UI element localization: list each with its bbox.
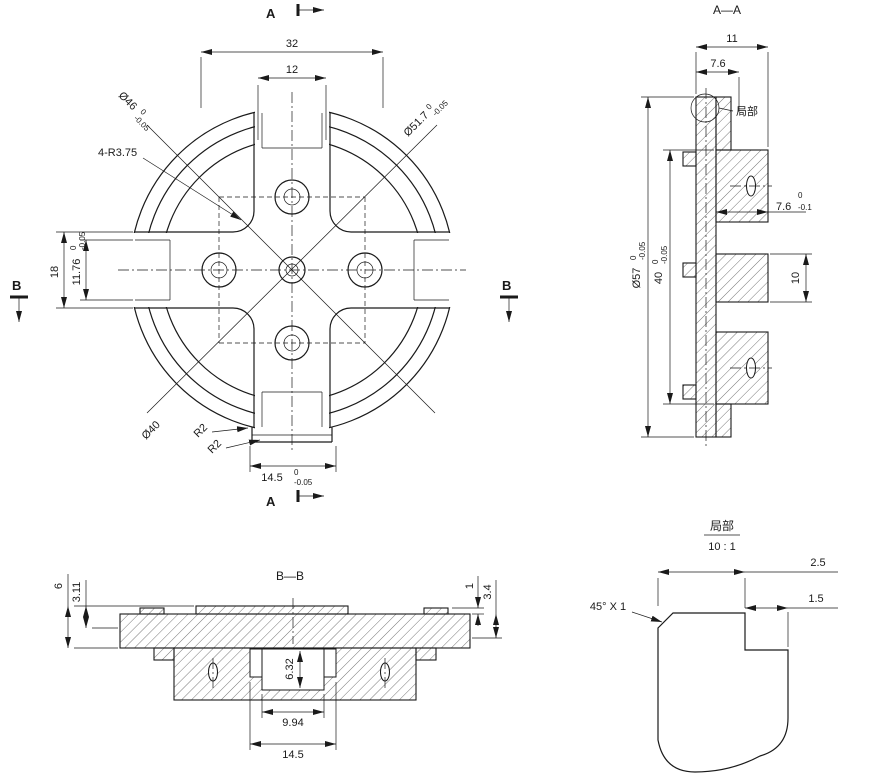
dim-7-6-right-label: 7.6	[776, 201, 791, 213]
section-bb-geometry	[119, 598, 471, 701]
section-a-bottom-label: A	[266, 494, 276, 509]
dim-32-label: 32	[286, 38, 298, 50]
dim-12: 12	[257, 64, 327, 140]
section-aa-title: A—A	[713, 3, 741, 17]
dim-dia51-7: Ø51.7 0 -0.05	[402, 98, 451, 139]
dim-11-76-tol-upper: 0	[69, 245, 78, 250]
dim-dia46: Ø46 0 -0.05	[116, 90, 152, 134]
dim-r2-left-label: R2	[192, 422, 210, 440]
dim-40: 40 0 -0.05	[651, 149, 714, 405]
dim-11-label: 11	[726, 33, 737, 45]
dim-40-tol-upper: 0	[651, 259, 660, 264]
dim-dia57: Ø57 0 -0.05	[629, 96, 694, 438]
dim-11-76-label: 11.76	[71, 259, 83, 286]
dim-11: 11	[695, 33, 769, 147]
dim-32: 32	[200, 38, 384, 108]
dim-12-label: 12	[286, 64, 298, 76]
dim-14-5: 14.5 0 -0.05	[249, 446, 337, 487]
dim-1-5: 1.5	[745, 593, 838, 647]
detail-scale: 10 : 1	[708, 541, 736, 553]
dim-r2-right-label: R2	[206, 438, 224, 456]
dim-2-5: 2.5	[657, 557, 838, 608]
dim-10: 10	[770, 253, 812, 303]
dim-7-6-top: 7.6	[696, 58, 740, 112]
dim-3-4-label: 3.4	[482, 584, 494, 599]
dim-14-5-tol-upper: 0	[294, 468, 299, 477]
dim-11-76-tol-lower: -0.05	[78, 231, 87, 250]
dim-r2-left: R2	[192, 422, 249, 440]
dim-18-label: 18	[49, 266, 61, 278]
section-aa-geometry	[682, 88, 772, 446]
dim-dia46-label: Ø46	[116, 90, 139, 113]
dim-6-label: 6	[53, 583, 65, 589]
detail-callout-label: 局部	[736, 104, 758, 118]
dim-7-6-right: 7.6 0 -0.1	[716, 191, 812, 215]
dim-10-label: 10	[790, 272, 802, 284]
dim-14-5-label: 14.5	[261, 472, 282, 484]
dim-14-5-tol-lower: -0.05	[294, 478, 313, 487]
dim-dia40: Ø40	[140, 419, 163, 442]
dim-7-6-top-label: 7.6	[710, 58, 725, 70]
dim-2-5-label: 2.5	[810, 557, 825, 569]
dim-3-11: 3.11	[71, 580, 118, 629]
section-aa-view: A—A 局部 11	[629, 3, 812, 446]
dim-1-5-label: 1.5	[808, 593, 823, 605]
dim-7-6-right-tol-upper: 0	[798, 191, 803, 200]
dim-dia51-7-tol-lower: -0.05	[431, 98, 451, 118]
dim-18: 18	[49, 231, 133, 309]
dim-dia51-7-tol-upper: 0	[424, 102, 434, 112]
dim-6-32-label: 6.32	[284, 658, 296, 679]
section-marker-a-bottom: A	[266, 490, 324, 509]
section-b-right-label: B	[502, 278, 511, 293]
dim-1-label: 1	[464, 583, 476, 589]
detail-geometry	[657, 612, 789, 773]
dim-fillets: 4-R3.75	[98, 147, 242, 221]
dim-3-11-label: 3.11	[71, 582, 83, 603]
front-view: 32 12 18 11.76 0 -0.05	[10, 4, 518, 509]
dim-dia40-label: Ø40	[140, 419, 163, 442]
dim-chamfer: 45° X 1	[590, 601, 663, 623]
detail-title: 局部	[710, 518, 734, 533]
section-marker-a-top: A	[266, 4, 324, 21]
dim-3-4: 3.4	[472, 580, 502, 639]
section-a-top-label: A	[266, 6, 276, 21]
dim-chamfer-label: 45° X 1	[590, 601, 626, 613]
dim-fillets-label: 4-R3.75	[98, 147, 137, 159]
front-centerlines	[118, 92, 466, 450]
dim-14-5-bb: 14.5	[249, 682, 337, 761]
dim-dia57-label: Ø57	[631, 268, 643, 289]
dim-11-76: 11.76 0 -0.05	[69, 231, 133, 301]
dim-6-32: 6.32	[284, 651, 303, 688]
section-b-left-label: B	[12, 278, 21, 293]
dim-9-94-label: 9.94	[282, 717, 303, 729]
section-marker-b-left: B	[10, 278, 28, 322]
dim-dia57-tol-upper: 0	[629, 255, 638, 260]
section-bb-title: B—B	[276, 569, 304, 583]
detail-view: 局部 10 : 1 2.5 1.5 45° X 1	[590, 518, 838, 773]
section-bb-view: B—B 6	[53, 569, 502, 761]
dim-1: 1	[452, 576, 484, 626]
dim-40-tol-lower: -0.05	[660, 245, 669, 264]
dim-7-6-right-tol-lower: -0.1	[798, 203, 812, 212]
dim-6: 6	[53, 574, 194, 649]
dim-9-94: 9.94	[261, 694, 325, 729]
dim-dia57-tol-lower: -0.05	[638, 241, 647, 260]
dim-dia46-tol-lower: -0.05	[132, 114, 152, 134]
dim-dia46-tol-upper: 0	[139, 107, 149, 117]
dim-14-5-bb-label: 14.5	[282, 749, 303, 761]
dim-40-label: 40	[653, 272, 665, 284]
detail-callout: 局部	[690, 93, 758, 123]
section-marker-b-right: B	[500, 278, 518, 322]
